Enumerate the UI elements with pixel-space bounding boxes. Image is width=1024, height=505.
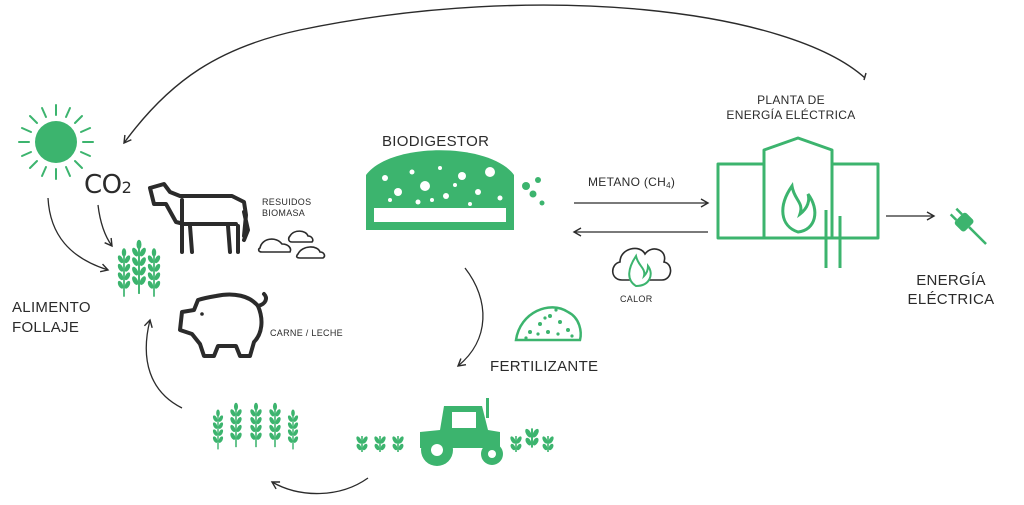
pig-icon — [178, 292, 268, 358]
power-plant-label: PLANTA DE ENERGÍA ELÉCTRICA — [726, 93, 856, 122]
meat-milk-label: CARNE / LECHE — [270, 328, 343, 338]
arrow-co2-to-crop — [97, 204, 113, 248]
arrow-field-to-crop — [143, 318, 183, 409]
sun-icon — [18, 104, 94, 180]
cow-icon — [148, 182, 250, 254]
fertilizer-pile-icon — [514, 306, 582, 342]
return-arrow — [123, 4, 866, 145]
arrow-tractor-to-field — [270, 477, 369, 495]
electric-energy-label: ENERGÍA ELÉCTRICA — [907, 272, 995, 308]
resuidos-biomasa-label: RESUIDOS BIOMASA — [262, 197, 312, 218]
power-plant-icon — [716, 136, 880, 268]
arrow-digester-to-fertilizer — [456, 267, 484, 367]
arrow-sun-to-crop — [47, 197, 110, 273]
fertilizer-label: FERTILIZANTE — [490, 358, 599, 375]
biomass-icon — [257, 230, 326, 259]
flame-icon — [781, 182, 817, 234]
cloud-flame-icon — [611, 247, 672, 288]
methane-label: METANO (CH4) — [588, 175, 676, 190]
biodigestor-label: BIODIGESTOR — [382, 133, 490, 150]
co2-label: CO2 — [84, 170, 132, 200]
crop-field-icon — [211, 401, 300, 451]
wheat-icon — [115, 238, 163, 298]
return-arrow-tail — [863, 72, 867, 81]
heat-label: CALOR — [620, 294, 653, 304]
plug-icon — [949, 207, 987, 245]
tractor-icon — [420, 398, 503, 466]
biodigester-icon — [366, 150, 545, 230]
food-foliage-label: ALIMENTO FOLLAJE — [12, 299, 91, 336]
